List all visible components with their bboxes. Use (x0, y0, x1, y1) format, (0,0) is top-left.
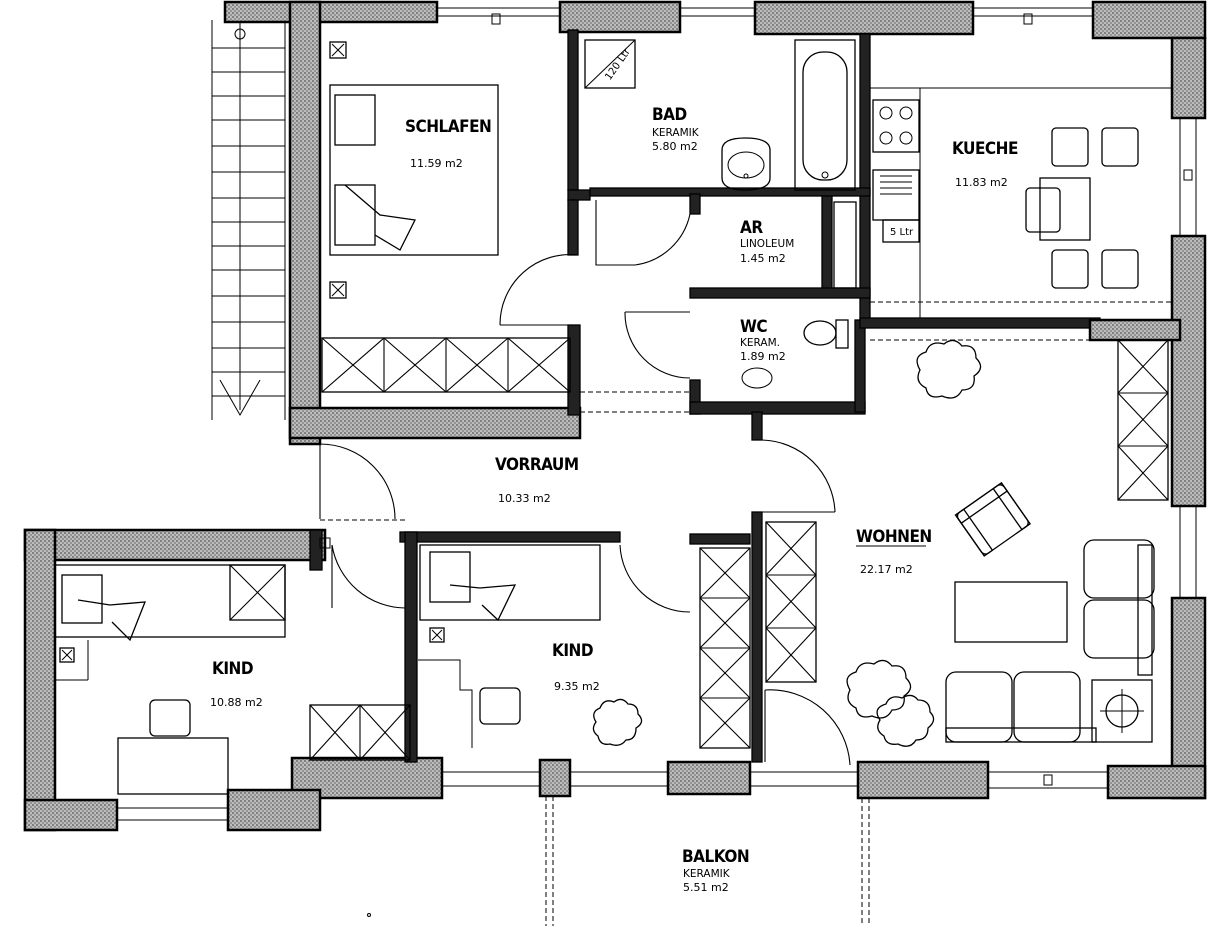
room-area: 10.33 m2 (498, 492, 551, 505)
room-name: KUECHE (952, 139, 1018, 159)
room-area: 11.83 m2 (955, 176, 1008, 189)
living-room-furniture (699, 339, 1169, 749)
balcony-outline (367, 796, 870, 926)
boiler-label: 120 Ltr (603, 46, 633, 82)
bedroom-furniture (321, 41, 571, 393)
window-markers (319, 13, 1193, 786)
room-label-kind-left: KIND 10.88 m2 (210, 659, 263, 709)
room-label-schlafen: SCHLAFEN 11.59 m2 (405, 117, 492, 170)
room-area: 11.59 m2 (410, 157, 463, 170)
room-name: KIND (212, 659, 253, 679)
room-area: 5.51 m2 (683, 881, 729, 894)
staircase (211, 20, 286, 420)
room-name: KIND (552, 641, 593, 661)
room-label-kueche: KUECHE 11.83 m2 (952, 139, 1018, 189)
wc-fixtures (741, 319, 849, 389)
bathroom-fixtures: 120 Ltr (584, 39, 856, 191)
room-floor: KERAMIK (652, 127, 700, 139)
room-name: WOHNEN (856, 527, 932, 547)
room-area: 1.89 m2 (740, 350, 786, 363)
dashed-lines (320, 301, 1172, 521)
room-label-ar: AR LINOLEUM 1.45 m2 (740, 218, 794, 265)
room-name: SCHLAFEN (405, 117, 491, 137)
room-label-wohnen: WOHNEN 22.17 m2 (856, 527, 932, 576)
kid-room-left-furniture (54, 564, 411, 795)
room-area: 5.80 m2 (652, 140, 698, 153)
room-floor: KERAMIK (683, 868, 731, 880)
walls (23, 0, 1207, 832)
room-label-wc: WC KERAM. 1.89 m2 (740, 317, 786, 363)
room-floor: KERAM. (740, 337, 780, 349)
room-area: 10.88 m2 (210, 696, 263, 709)
room-name: BAD (652, 105, 687, 125)
room-name: BALKON (682, 847, 749, 867)
room-floor: LINOLEUM (740, 238, 794, 250)
kitchen-fixtures: 5 Ltr (870, 87, 1172, 318)
room-label-vorraum: VORRAUM 10.33 m2 (495, 455, 579, 505)
room-label-bad: BAD KERAMIK 5.80 m2 (652, 105, 700, 153)
kid-room-middle-furniture (418, 544, 643, 748)
room-name: AR (740, 218, 763, 238)
room-name: VORRAUM (495, 455, 579, 475)
room-label-kind-middle: KIND 9.35 m2 (552, 641, 600, 693)
doors (319, 200, 851, 766)
room-name: WC (740, 317, 767, 337)
room-area: 1.45 m2 (740, 252, 786, 265)
room-area: 22.17 m2 (860, 563, 913, 576)
boiler-label: 5 Ltr (890, 227, 914, 238)
room-area: 9.35 m2 (554, 680, 600, 693)
room-label-balkon: BALKON KERAMIK 5.51 m2 (682, 847, 750, 894)
